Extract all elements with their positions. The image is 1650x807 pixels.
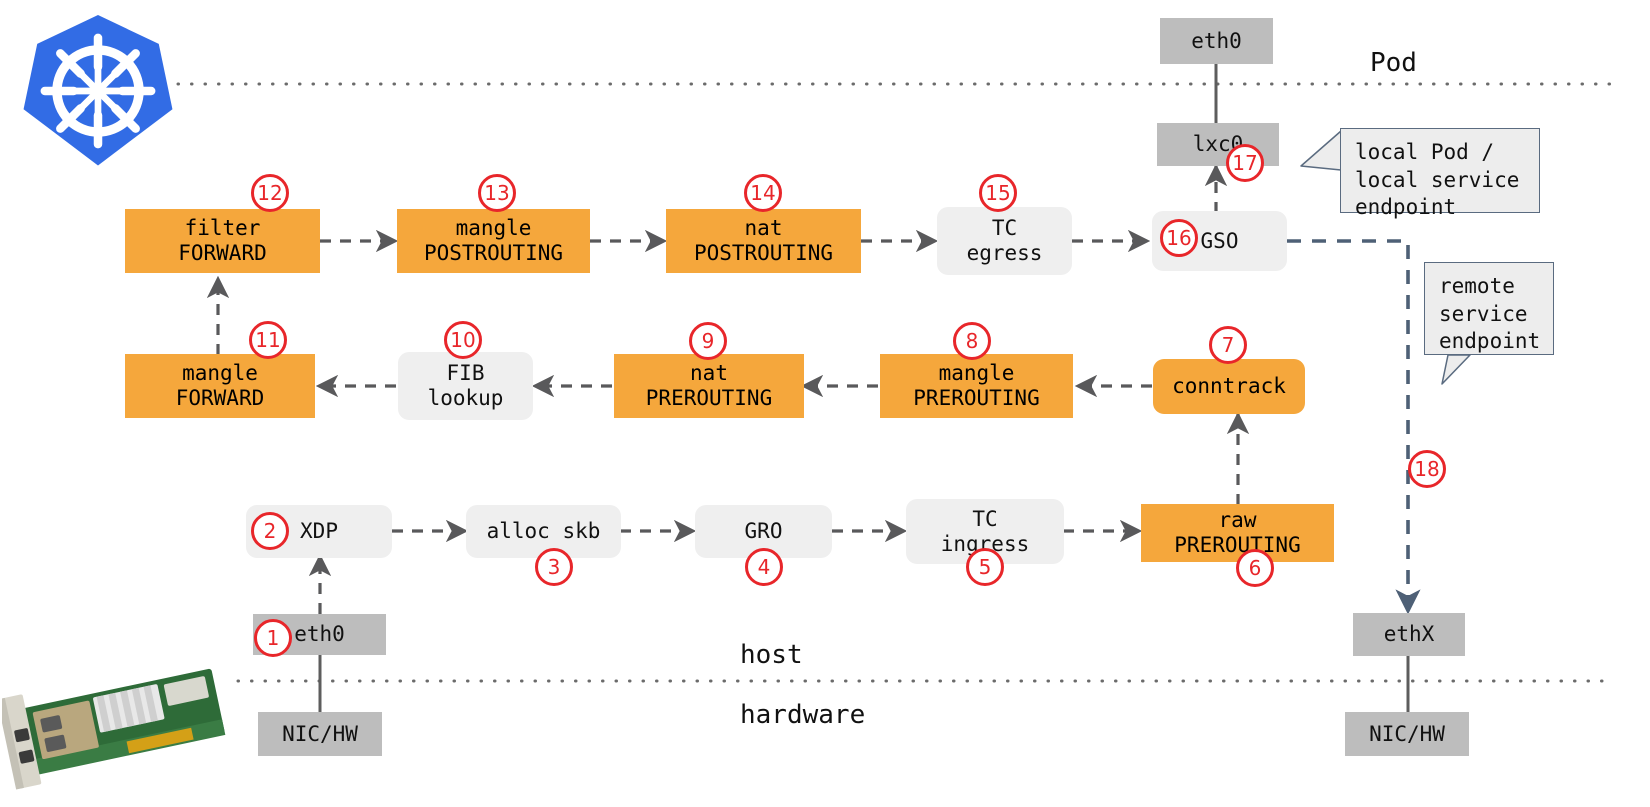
step-marker-4[interactable]: 4 xyxy=(745,548,783,586)
callout-local-endpoint: local Pod / local service endpoint xyxy=(1340,128,1540,219)
step-marker-11[interactable]: 11 xyxy=(249,321,287,359)
step-marker-14[interactable]: 14 xyxy=(744,174,782,212)
node-label-line2: FORWARD xyxy=(175,386,265,410)
node-label-line1: nat xyxy=(690,361,728,386)
node-nat-postrouting[interactable]: nat POSTROUTING xyxy=(666,209,861,273)
node-conntrack[interactable]: conntrack xyxy=(1153,359,1305,414)
node-label-line2: PREROUTING xyxy=(913,386,1040,410)
node-label: ethX xyxy=(1383,622,1435,647)
step-marker-6[interactable]: 6 xyxy=(1236,549,1274,587)
node-label-line1: alloc skb xyxy=(486,519,601,544)
node-alloc-skb[interactable]: alloc skb xyxy=(466,505,621,558)
step-marker-7[interactable]: 7 xyxy=(1209,326,1247,364)
callout-tail-remote xyxy=(1441,354,1471,385)
step-marker-9[interactable]: 9 xyxy=(689,322,727,360)
node-mangle-postrouting[interactable]: mangle POSTROUTING xyxy=(397,209,590,273)
zone-label-pod: Pod xyxy=(1370,48,1417,78)
node-label: NIC/HW xyxy=(1369,721,1445,746)
node-label-line2: POSTROUTING xyxy=(693,241,834,265)
node-label-line2: PREROUTING xyxy=(1174,533,1301,557)
step-marker-3[interactable]: 3 xyxy=(535,548,573,586)
node-filter-forward[interactable]: filter FORWARD xyxy=(125,209,320,273)
node-label: eth0 xyxy=(1191,28,1242,53)
step-marker-8[interactable]: 8 xyxy=(953,322,991,360)
step-marker-10[interactable]: 10 xyxy=(444,321,482,359)
kubernetes-logo xyxy=(23,15,173,166)
node-label: eth0 xyxy=(294,622,345,647)
node-nic-hw-right[interactable]: NIC/HW xyxy=(1345,712,1469,756)
node-label-line1: TC xyxy=(991,216,1018,241)
step-marker-18[interactable]: 18 xyxy=(1408,450,1446,488)
node-label-line1: FIB xyxy=(446,361,485,386)
zone-label-hardware: hardware xyxy=(740,700,866,730)
nic-card-photo xyxy=(2,668,226,790)
node-label-line1: XDP xyxy=(300,519,338,544)
node-label-line2: FORWARD xyxy=(178,241,267,265)
node-label-line2: egress xyxy=(966,241,1043,265)
node-tc-egress[interactable]: TC egress xyxy=(937,207,1072,275)
node-label-line2: POSTROUTING xyxy=(423,241,564,265)
node-label-line1: nat xyxy=(744,216,783,241)
node-label-line1: raw xyxy=(1218,508,1257,533)
step-marker-16[interactable]: 16 xyxy=(1160,219,1198,257)
node-label-line2: lookup xyxy=(427,386,504,410)
node-label-line1: mangle xyxy=(182,361,258,386)
step-marker-13[interactable]: 13 xyxy=(478,174,516,212)
callout-tail-local xyxy=(1300,130,1342,171)
node-ethx[interactable]: ethX xyxy=(1353,613,1465,656)
node-nat-prerouting[interactable]: nat PREROUTING xyxy=(614,354,804,418)
step-marker-2[interactable]: 2 xyxy=(251,512,289,550)
node-label-line1: TC xyxy=(972,506,998,531)
callout-remote-endpoint: remote service endpoint xyxy=(1424,262,1554,355)
node-label: NIC/HW xyxy=(282,721,358,746)
step-marker-17[interactable]: 17 xyxy=(1226,144,1264,182)
node-fib-lookup[interactable]: FIB lookup xyxy=(398,352,533,420)
step-marker-5[interactable]: 5 xyxy=(966,548,1004,586)
zone-label-host: host xyxy=(740,640,803,670)
step-marker-12[interactable]: 12 xyxy=(251,174,289,212)
node-raw-prerouting[interactable]: raw PREROUTING xyxy=(1141,504,1334,562)
node-label-line1: GSO xyxy=(1200,228,1239,253)
node-label-line1: conntrack xyxy=(1172,374,1286,399)
node-label-line1: mangle xyxy=(938,361,1015,386)
node-nic-hw-left[interactable]: NIC/HW xyxy=(258,712,382,756)
node-pod-eth0[interactable]: eth0 xyxy=(1160,18,1273,64)
step-marker-1[interactable]: 1 xyxy=(254,619,292,657)
node-mangle-forward[interactable]: mangle FORWARD xyxy=(125,354,315,418)
node-label-line2: PREROUTING xyxy=(645,386,773,410)
node-label-line1: GRO xyxy=(744,519,783,544)
node-label-line1: filter xyxy=(184,216,261,241)
node-mangle-prerouting[interactable]: mangle PREROUTING xyxy=(880,354,1073,418)
node-label-line1: mangle xyxy=(455,216,532,241)
step-marker-15[interactable]: 15 xyxy=(979,174,1017,212)
